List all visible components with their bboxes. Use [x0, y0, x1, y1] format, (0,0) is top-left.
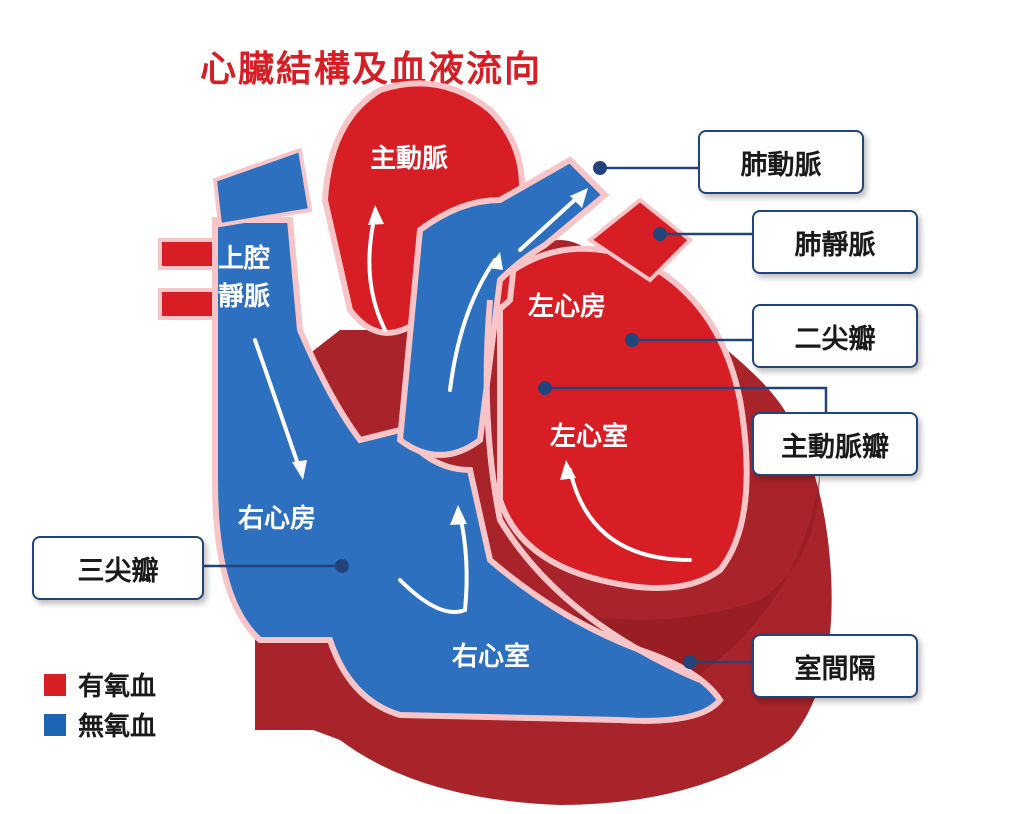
- legend-swatch-red: [44, 673, 66, 696]
- callout-pulmonary-artery: 肺動脈: [698, 130, 864, 194]
- flow-arrows: [253, 193, 692, 614]
- arrow-heads: [292, 188, 588, 525]
- legend-label-deoxygenated: 無氧血: [78, 712, 157, 742]
- ivc-stub: [255, 630, 335, 730]
- label-right-atrium: 右心房: [238, 504, 317, 534]
- left-pulmonary-vein: [158, 238, 222, 320]
- callout-connectors: [200, 166, 828, 664]
- diagram-title: 心臟結構及血液流向: [200, 49, 543, 90]
- label-svc-line2: 靜脈: [218, 282, 271, 312]
- label-right-ventricle: 右心室: [452, 642, 531, 672]
- label-svc-line1: 上腔: [218, 244, 271, 274]
- connector-dots: [335, 161, 697, 669]
- callout-mitral-valve: 二尖瓣: [752, 304, 918, 368]
- callout-tricuspid-valve: 三尖瓣: [32, 536, 204, 600]
- callout-septum: 室間隔: [752, 634, 918, 698]
- label-left-ventricle: 左心室: [550, 422, 629, 452]
- legend-label-oxygenated: 有氧血: [78, 672, 157, 702]
- callout-pulmonary-vein: 肺靜脈: [752, 210, 918, 274]
- pulmonary-vein-shape: [586, 197, 693, 283]
- label-left-atrium: 左心房: [528, 292, 607, 322]
- legend-swatch-blue: [44, 713, 66, 736]
- legend-oxygenated: 有氧血: [44, 666, 156, 703]
- septum-line: [483, 299, 702, 683]
- legend-deoxygenated: 無氧血: [44, 706, 156, 743]
- callout-aortic-valve: 主動脈瓣: [752, 412, 918, 476]
- label-aorta: 主動脈: [370, 144, 449, 174]
- svc-shape: [212, 147, 313, 228]
